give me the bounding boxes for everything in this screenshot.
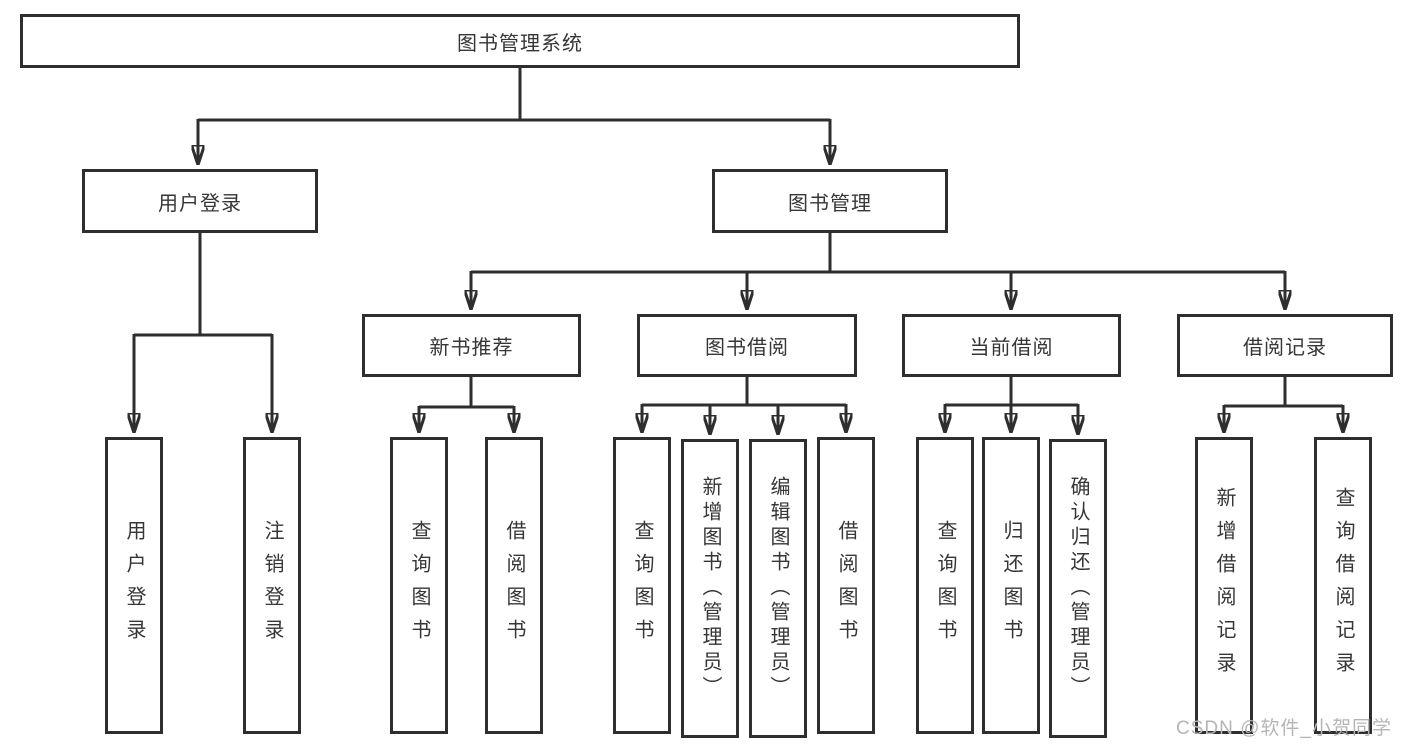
node-borrow-records: 借阅记录	[1177, 314, 1393, 377]
leaf-borrow-query-book: 查询图书	[613, 437, 671, 734]
leaf-recommend-borrow-book: 借阅图书	[485, 437, 543, 734]
node-label: 注销登录	[261, 519, 283, 652]
node-label: 查询借阅记录	[1332, 486, 1354, 685]
node-label: 借阅图书	[503, 519, 525, 652]
leaf-recommend-query-book: 查询图书	[390, 437, 448, 734]
leaf-records-query-record: 查询借阅记录	[1314, 437, 1372, 734]
node-label: 用户登录	[123, 519, 145, 652]
leaf-user-logout: 注销登录	[243, 437, 301, 734]
node-label: 图书管理系统	[457, 32, 583, 55]
node-label: 图书管理	[788, 192, 872, 215]
node-label: 借阅记录	[1243, 337, 1327, 359]
node-label: 新书推荐	[429, 337, 514, 359]
leaf-borrow-add-book-admin: 新增图书（管理员）	[681, 439, 739, 738]
node-label: 借阅图书	[835, 519, 857, 652]
node-root-system: 图书管理系统	[20, 14, 1020, 68]
node-new-book-recommend: 新书推荐	[362, 314, 581, 377]
node-label: 查询图书	[631, 519, 653, 652]
node-current-borrow: 当前借阅	[902, 314, 1121, 377]
node-label: 图书借阅	[705, 337, 789, 359]
leaf-current-return-book: 归还图书	[982, 437, 1040, 734]
leaf-records-add-record: 新增借阅记录	[1195, 437, 1253, 734]
node-label: 确认归还（管理员）	[1067, 476, 1089, 701]
node-user-login: 用户登录	[82, 169, 318, 233]
node-label: 用户登录	[158, 192, 242, 215]
node-label: 新增借阅记录	[1213, 486, 1235, 685]
leaf-borrow-edit-book-admin: 编辑图书（管理员）	[749, 439, 807, 738]
node-book-management: 图书管理	[712, 169, 948, 233]
leaf-current-confirm-return-admin: 确认归还（管理员）	[1049, 439, 1107, 738]
node-label: 新增图书（管理员）	[699, 476, 721, 701]
node-label: 编辑图书（管理员）	[767, 476, 789, 701]
node-label: 查询图书	[408, 519, 430, 652]
leaf-borrow-borrow-book: 借阅图书	[817, 437, 875, 734]
leaf-user-login: 用户登录	[105, 437, 163, 734]
node-book-borrow: 图书借阅	[637, 314, 857, 377]
node-label: 查询图书	[934, 519, 956, 652]
node-label: 当前借阅	[969, 337, 1054, 359]
node-label: 归还图书	[1000, 519, 1022, 652]
leaf-current-query-book: 查询图书	[916, 437, 974, 734]
